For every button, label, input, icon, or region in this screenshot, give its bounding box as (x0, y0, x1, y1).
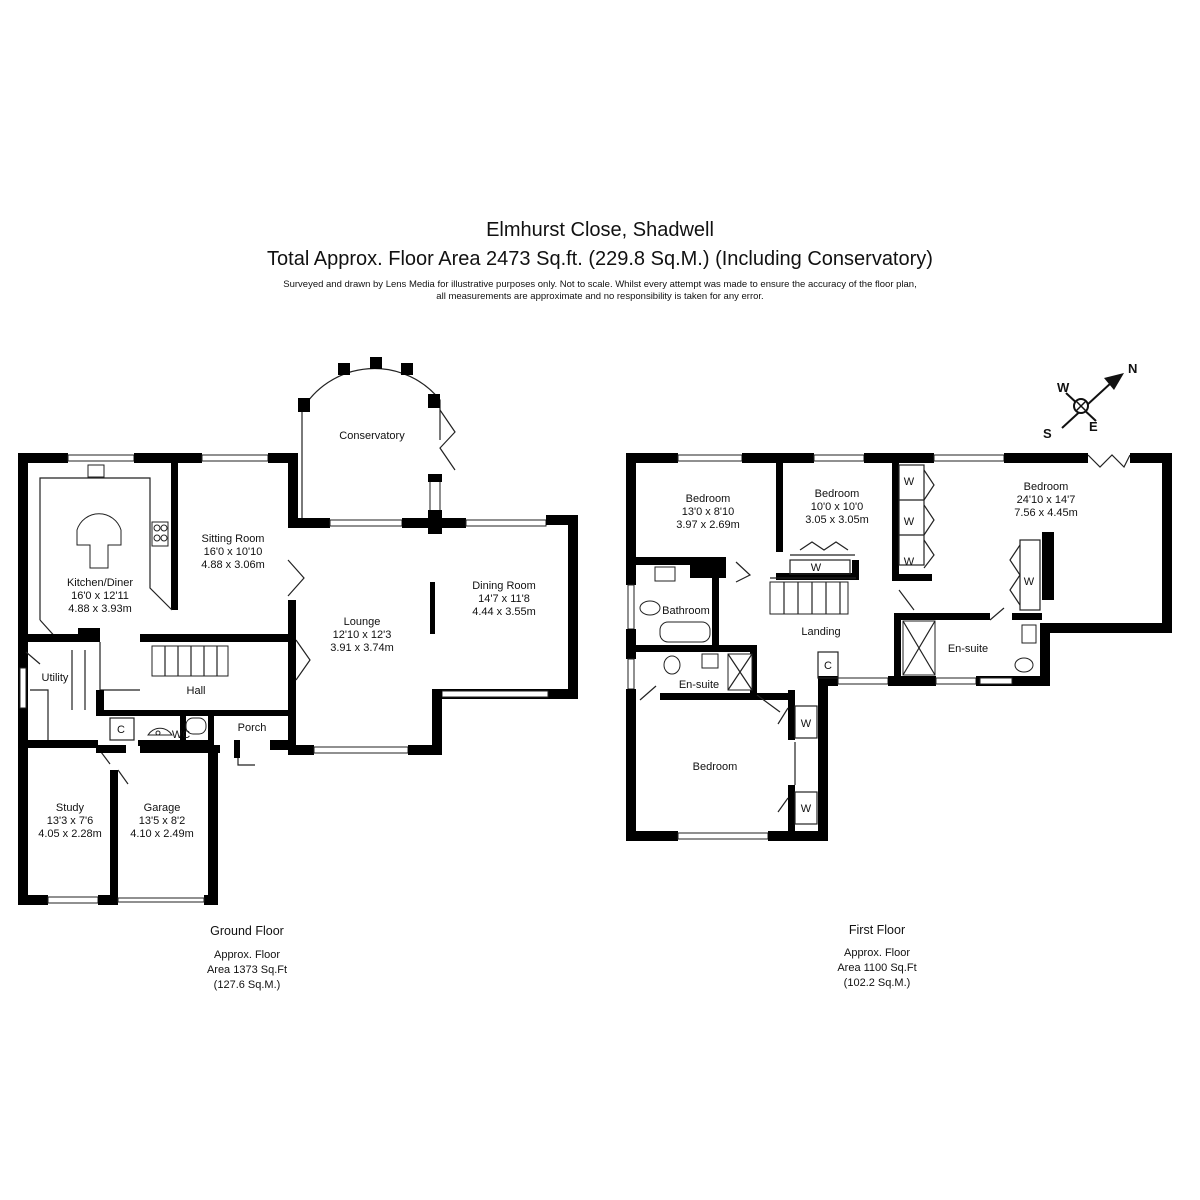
room-dims-kitchen-metric: 4.88 x 3.93m (68, 603, 132, 615)
room-label-sitting-room: Sitting Room (202, 533, 265, 545)
room-dims-lounge-imperial: 12'10 x 12'3 (333, 629, 392, 641)
first-floor-area-line2: Area 1100 Sq.Ft (837, 962, 916, 974)
wardrobe-label: W (811, 562, 822, 574)
wardrobe-label: W (1024, 576, 1035, 588)
first-floor-plan (626, 453, 1172, 841)
first-floor-title: First Floor (849, 923, 905, 937)
disclaimer-line-1: Surveyed and drawn by Lens Media for ill… (283, 279, 917, 290)
room-dims-lounge-metric: 3.91 x 3.74m (330, 642, 394, 654)
room-dims-garage-metric: 4.10 x 2.49m (130, 828, 194, 840)
room-label-bedroom-4: Bedroom (693, 761, 738, 773)
room-label-cupboard: C (117, 724, 125, 736)
ground-floor-area-line2: Area 1373 Sq.Ft (207, 964, 287, 976)
room-dims-kitchen-imperial: 16'0 x 12'11 (71, 590, 129, 602)
room-dims-bedroom-3-metric: 7.56 x 4.45m (1014, 507, 1078, 519)
room-label-dining-room: Dining Room (472, 580, 536, 592)
room-dims-bedroom-1-metric: 3.97 x 2.69m (676, 519, 740, 531)
compass-rose-icon: N E S W (1043, 361, 1137, 441)
room-dims-sitting-imperial: 16'0 x 10'10 (204, 546, 263, 558)
room-label-hall: Hall (187, 685, 206, 697)
room-label-bathroom: Bathroom (662, 605, 710, 617)
room-dims-study-imperial: 13'3 x 7'6 (47, 815, 93, 827)
room-label-study: Study (56, 802, 85, 814)
ground-floor-plan (18, 357, 578, 905)
wardrobe-label: W (801, 718, 812, 730)
compass-s: S (1043, 426, 1052, 441)
ground-floor-title: Ground Floor (210, 924, 284, 938)
compass-n: N (1128, 361, 1137, 376)
room-label-wc: WC (172, 729, 190, 741)
room-label-landing-cupboard: C (824, 660, 832, 672)
wardrobe-label: W (904, 516, 915, 528)
room-label-utility: Utility (42, 672, 69, 684)
room-dims-bedroom-2-metric: 3.05 x 3.05m (805, 514, 869, 526)
room-label-landing: Landing (801, 626, 840, 638)
wardrobe-label: W (904, 476, 915, 488)
plan-subtitle: Total Approx. Floor Area 2473 Sq.ft. (22… (267, 248, 933, 270)
room-label-bedroom-3: Bedroom (1024, 481, 1069, 493)
ground-floor-area-line3: (127.6 Sq.M.) (214, 979, 281, 991)
room-dims-bedroom-2-imperial: 10'0 x 10'0 (811, 501, 864, 513)
first-floor-area-line3: (102.2 Sq.M.) (844, 977, 911, 989)
room-dims-sitting-metric: 4.88 x 3.06m (201, 559, 265, 571)
ground-floor-area-line1: Approx. Floor (214, 949, 280, 961)
room-dims-dining-imperial: 14'7 x 11'8 (478, 593, 530, 605)
room-label-porch: Porch (238, 722, 267, 734)
plan-title: Elmhurst Close, Shadwell (486, 219, 714, 241)
room-dims-study-metric: 4.05 x 2.28m (38, 828, 102, 840)
room-dims-bedroom-3-imperial: 24'10 x 14'7 (1017, 494, 1076, 506)
room-label-conservatory: Conservatory (339, 430, 405, 442)
room-dims-bedroom-1-imperial: 13'0 x 8'10 (682, 506, 735, 518)
wardrobe-label: W (801, 803, 812, 815)
wardrobe-label: W (904, 556, 915, 568)
room-label-bedroom-1: Bedroom (686, 493, 731, 505)
room-label-bedroom-2: Bedroom (815, 488, 860, 500)
room-label-ensuite-2: En-suite (948, 643, 988, 655)
compass-e: E (1089, 419, 1098, 434)
first-floor-area-line1: Approx. Floor (844, 947, 910, 959)
room-label-lounge: Lounge (344, 616, 381, 628)
room-dims-garage-imperial: 13'5 x 8'2 (139, 815, 185, 827)
room-label-garage: Garage (144, 802, 181, 814)
disclaimer-line-2: all measurements are approximate and no … (436, 291, 764, 302)
compass-w: W (1057, 380, 1070, 395)
room-label-kitchen-diner: Kitchen/Diner (67, 577, 133, 589)
room-dims-dining-metric: 4.44 x 3.55m (472, 606, 536, 618)
room-label-ensuite-1: En-suite (679, 679, 719, 691)
